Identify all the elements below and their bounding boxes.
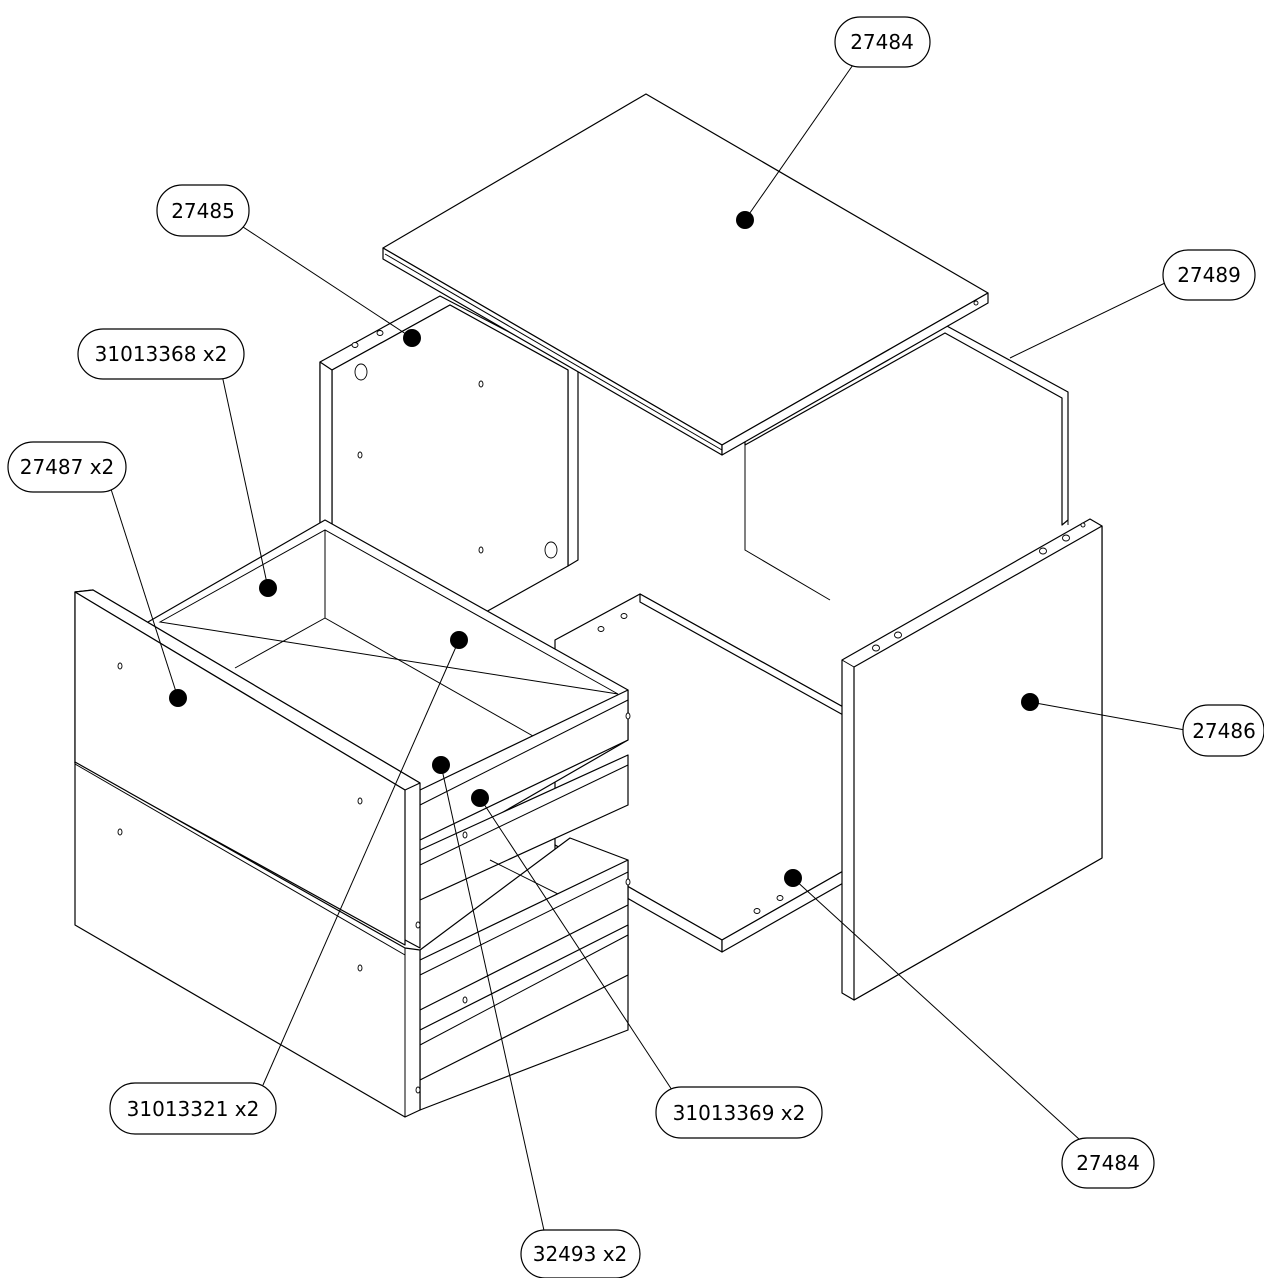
leader-right-back-panel (1009, 282, 1166, 359)
callout-bottom-panel-text: 27484 (1076, 1151, 1140, 1175)
leader-drawer-runner-left (221, 374, 269, 589)
callout-drawer-front-text: 27487 x2 (20, 455, 115, 479)
bottom-panel-part (554, 593, 846, 953)
dot-drawer-side (450, 631, 468, 649)
leader-back-panel (239, 224, 413, 339)
dot-bottom-panel (784, 869, 802, 887)
callout-right-back-panel-text: 27489 (1177, 263, 1241, 287)
side-panel-part (841, 518, 1103, 1001)
callout-back-panel: 27485 (156, 184, 250, 237)
leader-top-panel (744, 61, 856, 221)
callout-drawer-bottom: 32493 x2 (520, 1229, 641, 1278)
dot-drawer-runner-left (259, 579, 277, 597)
back-panel-part (319, 295, 579, 633)
leader-drawer-bottom (440, 764, 546, 1236)
right-back-panel-part (744, 324, 1069, 601)
callout-back-panel-text: 27485 (171, 199, 235, 223)
callout-bottom-panel: 27484 (1061, 1137, 1155, 1189)
leader-drawer-runner-right (479, 797, 673, 1091)
upper-drawer-part (74, 519, 631, 949)
callout-dots (169, 211, 1039, 887)
callout-top-panel-text: 27484 (850, 30, 914, 54)
callout-top-panel: 27484 (834, 16, 931, 68)
dot-drawer-front (169, 689, 187, 707)
leader-drawer-front (109, 485, 179, 699)
callout-drawer-bottom-text: 32493 x2 (533, 1242, 628, 1266)
lower-drawer-part (74, 761, 631, 1118)
callout-drawer-side: 31013321 x2 (109, 1082, 277, 1135)
leader-drawer-side (262, 639, 460, 1086)
top-panel-part (382, 93, 989, 456)
callout-side-panel-text: 27486 (1192, 719, 1256, 743)
callout-right-back-panel: 27489 (1162, 249, 1256, 301)
callout-drawer-runner-left-text: 31013368 x2 (95, 342, 228, 366)
callout-drawer-runner-right: 31013369 x2 (655, 1086, 823, 1139)
leader-lines (109, 61, 1186, 1236)
dot-top-panel (736, 211, 754, 229)
dot-drawer-runner-right (471, 789, 489, 807)
dot-drawer-bottom (432, 756, 450, 774)
callout-drawer-runner-right-text: 31013369 x2 (673, 1101, 806, 1125)
callout-side-panel: 27486 (1182, 704, 1264, 757)
callout-drawer-front: 27487 x2 (7, 441, 127, 493)
callout-drawer-runner-left: 31013368 x2 (77, 328, 245, 380)
callout-drawer-side-text: 31013321 x2 (127, 1097, 260, 1121)
leader-side-panel (1029, 701, 1186, 731)
dot-side-panel (1021, 693, 1039, 711)
leader-bottom-panel (792, 877, 1081, 1141)
dot-back-panel (403, 329, 421, 347)
